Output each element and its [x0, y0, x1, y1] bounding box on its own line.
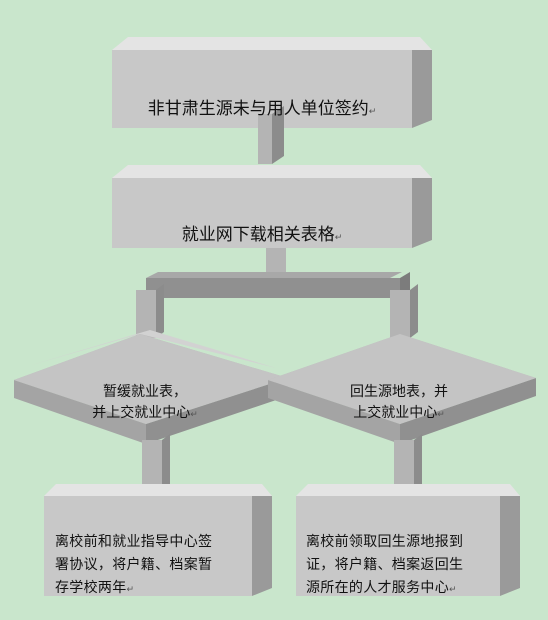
connector-step1-step2	[258, 106, 284, 164]
option-left-diamond	[14, 330, 288, 444]
step1-label: 非甘肃生源未与用人单位签约↵	[147, 99, 377, 119]
result-left-box	[44, 484, 272, 596]
connector-step2-split	[266, 248, 286, 278]
result-left-label: 离校前和就业指导中心签 署协议，将户籍、档案暂 存学校两年↵	[55, 534, 213, 596]
result-right-label: 离校前领取回生源地报到 证，将户籍、档案返回生 源所在的人才服务中心↵	[306, 534, 464, 596]
step2-box	[112, 165, 432, 248]
option-right-diamond	[268, 334, 536, 444]
split-left-drop	[136, 284, 164, 338]
connector-right-result	[394, 434, 422, 490]
option-left-label: 暂缓就业表， 并上交就业中心↵	[92, 384, 198, 421]
option-right-label: 回生源地表，并 上交就业中心↵	[350, 384, 448, 421]
step2-label: 就业网下载相关表格↵	[181, 225, 343, 245]
result-right-box	[296, 484, 520, 596]
split-right-drop	[390, 284, 418, 338]
split-bar	[146, 272, 410, 298]
connector-left-result	[142, 434, 170, 490]
